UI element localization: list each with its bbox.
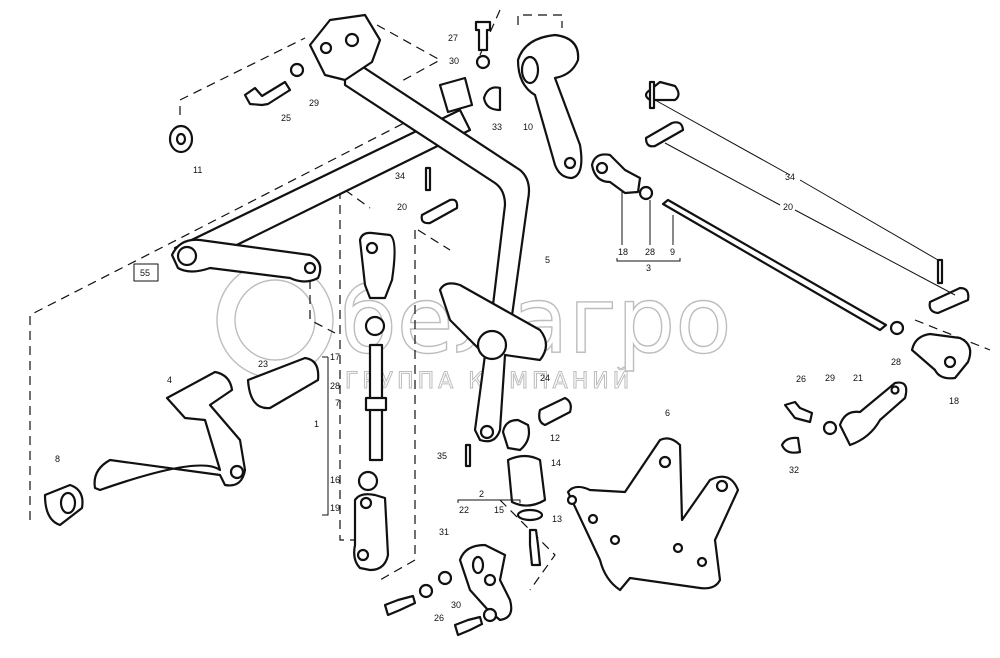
callout-4: 4 <box>167 375 172 385</box>
rod-9 <box>661 198 888 332</box>
callout-12: 12 <box>550 433 560 443</box>
callout-55-box <box>133 263 159 282</box>
callout-26-right: 26 <box>796 374 806 384</box>
callout-28-right: 28 <box>891 357 901 367</box>
callout-24: 24 <box>540 373 550 383</box>
mounting-plate-6 <box>566 437 740 592</box>
callout-8: 8 <box>55 454 60 464</box>
cotter-pin-35 <box>464 443 472 468</box>
callout-18: 18 <box>618 247 628 257</box>
block-12 <box>501 418 531 452</box>
washer-13 <box>516 508 544 522</box>
pin-24 <box>538 396 572 427</box>
nut-17 <box>364 315 386 337</box>
callout-15: 15 <box>494 505 504 515</box>
lever-55 <box>170 238 322 283</box>
stud <box>528 528 542 567</box>
callout-34: 34 <box>395 171 405 181</box>
washer-31 <box>437 570 453 586</box>
callout-6: 6 <box>665 408 670 418</box>
callout-34-right: 34 <box>785 172 795 182</box>
callout-21: 21 <box>853 373 863 383</box>
clevis-top <box>358 231 396 300</box>
callout-35: 35 <box>437 451 447 461</box>
bracket-2 <box>383 499 521 637</box>
callout-25: 25 <box>281 113 291 123</box>
callout-28: 28 <box>645 247 655 257</box>
callout-55: 55 <box>140 268 150 278</box>
callout-17: 17 <box>330 352 340 362</box>
callout-28-mid: 28 <box>330 381 340 391</box>
lever-hole <box>176 245 198 267</box>
cotter-pin-34 <box>424 166 432 192</box>
nut-28-right <box>889 320 905 336</box>
lever-21-parts <box>780 381 908 454</box>
callout-9: 9 <box>670 247 675 257</box>
callout-5: 5 <box>545 255 550 265</box>
arm-10 <box>516 33 583 180</box>
bolt-25 <box>243 80 292 107</box>
leader-lines <box>616 99 956 296</box>
pedal-4 <box>43 356 320 527</box>
key-33 <box>482 86 502 112</box>
cotter-pin-34-right <box>936 258 944 285</box>
callout-31: 31 <box>439 527 449 537</box>
key-32 <box>780 436 802 454</box>
assembly-lines <box>29 9 991 591</box>
lever-21 <box>838 381 908 447</box>
lever-hole <box>303 261 317 275</box>
callout-33: 33 <box>492 122 502 132</box>
spring-14 <box>506 454 547 507</box>
callout-13: 13 <box>552 514 562 524</box>
linkage-1 <box>322 231 396 572</box>
watermark-logo-inner <box>234 279 316 361</box>
callout-30: 30 <box>449 56 459 66</box>
callout-26: 26 <box>434 613 444 623</box>
washer-30 <box>418 583 434 599</box>
washer-30 <box>475 54 491 70</box>
callout-18-right: 18 <box>949 396 959 406</box>
callout-19: 19 <box>330 503 340 513</box>
washer-29 <box>289 62 305 78</box>
pedal-lever-5 <box>308 13 548 443</box>
callout-29-right: 29 <box>825 373 835 383</box>
callout-1: 1 <box>314 419 319 429</box>
clevis-18-right <box>910 332 972 380</box>
callout-30-bottom: 30 <box>451 600 461 610</box>
fasteners-top <box>168 20 502 225</box>
callout-labels: 27 30 33 10 25 29 11 34 20 5 18 28 9 3 3… <box>55 33 959 623</box>
callout-32: 32 <box>789 465 799 475</box>
shaft-end <box>438 76 474 114</box>
nut-28 <box>638 185 654 201</box>
rod-assembly-3 <box>590 80 972 380</box>
callout-7: 7 <box>335 398 340 408</box>
callout-11: 11 <box>193 165 202 175</box>
bolt-27 <box>474 20 492 52</box>
callout-16: 16 <box>330 475 340 485</box>
spring-assembly <box>464 396 572 567</box>
callout-27: 27 <box>448 33 458 43</box>
bolt-26 <box>383 594 417 617</box>
nut-16 <box>357 470 379 492</box>
callout-22: 22 <box>459 505 469 515</box>
clevis-18 <box>590 153 642 195</box>
callout-29: 29 <box>309 98 319 108</box>
pin-20 <box>420 198 459 225</box>
callout-10: 10 <box>523 122 533 132</box>
callout-20-right: 20 <box>783 202 793 212</box>
callout-2: 2 <box>479 489 484 499</box>
callout-20: 20 <box>397 202 407 212</box>
pedal-shaft-assembly <box>170 76 474 283</box>
rubber-23 <box>246 356 320 410</box>
washer-29-right <box>822 420 838 436</box>
callout-14: 14 <box>551 458 561 468</box>
callout-23: 23 <box>258 359 268 369</box>
callout-3: 3 <box>646 263 651 273</box>
bolt-26-right <box>783 400 814 424</box>
